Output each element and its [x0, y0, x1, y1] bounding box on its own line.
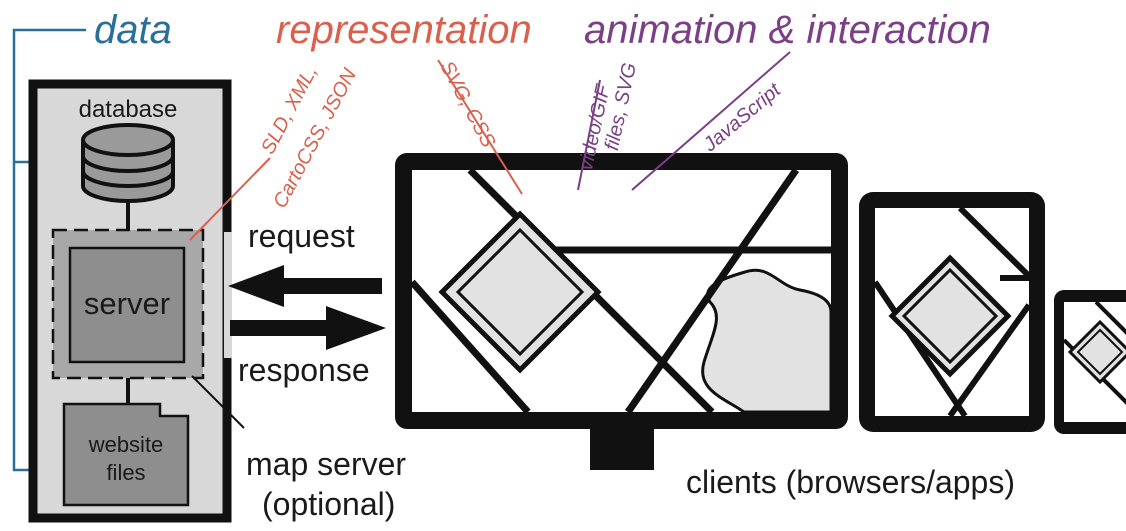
- server-box: [68, 246, 186, 364]
- animation-pointers: [577, 51, 791, 191]
- data-category-title: data: [94, 8, 172, 52]
- tablet-device: [859, 192, 1045, 432]
- response-arrow: [230, 306, 386, 350]
- website-files-label-line2: files: [106, 460, 146, 485]
- request-arrow: [228, 265, 382, 307]
- representation-category-title: representation: [276, 8, 532, 52]
- request-label: request: [248, 218, 355, 254]
- website-files-label-line1: website: [88, 432, 164, 457]
- map-server-label-line2: (optional): [262, 486, 396, 522]
- map-server-pointer: [191, 375, 245, 429]
- map-server-label-line1: map server: [246, 446, 407, 482]
- response-label: response: [238, 352, 370, 388]
- animation-category-title: animation & interaction: [584, 8, 991, 52]
- representation-pointers: [189, 59, 523, 241]
- clients-label: clients (browsers/apps): [686, 464, 1015, 500]
- website-files-icon: [62, 402, 190, 507]
- panel-gap: [224, 232, 232, 358]
- database-icon: [81, 123, 175, 203]
- server-label: server: [83, 286, 171, 321]
- desktop-monitor: [395, 153, 848, 470]
- phone-device: [1054, 290, 1126, 434]
- database-label: database: [78, 96, 178, 123]
